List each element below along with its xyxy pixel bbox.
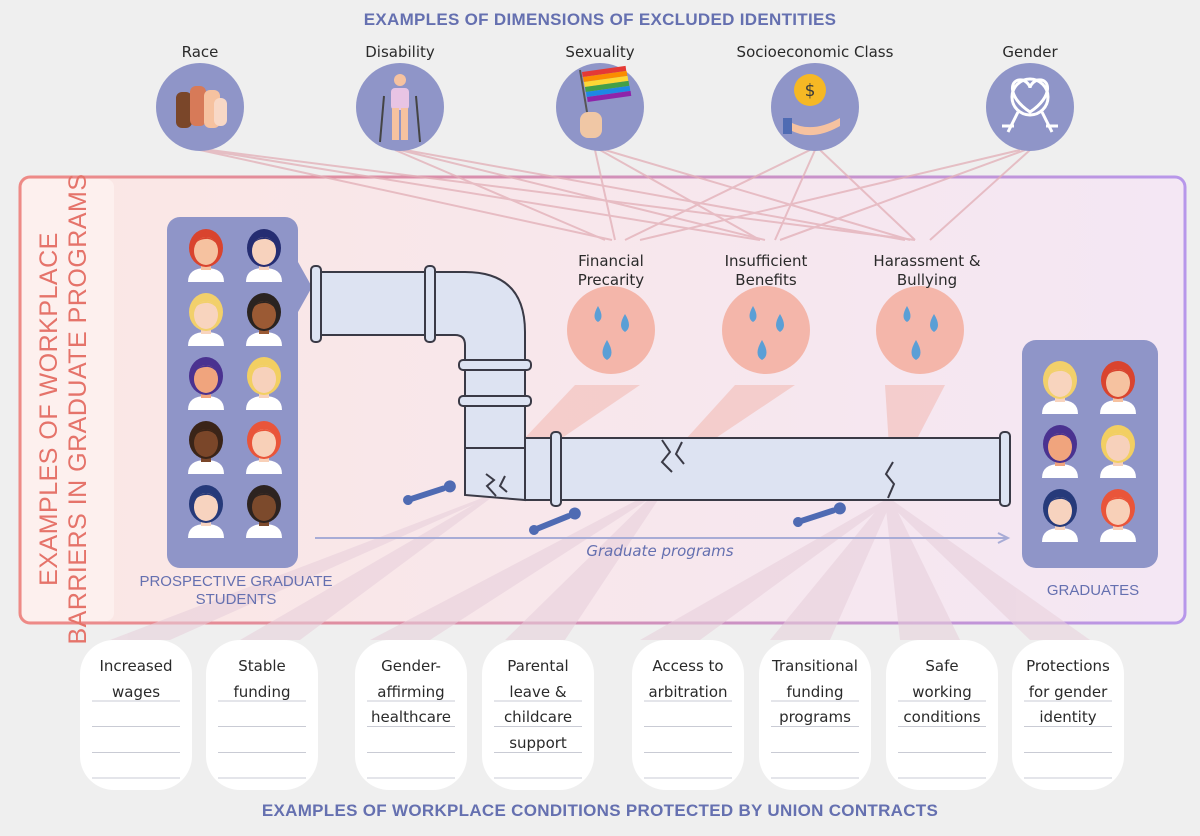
- barrier-label-line: Harassment &: [873, 252, 981, 270]
- condition-card: Gender-affirming healthcare: [355, 640, 467, 796]
- condition-card: Protections for gender identity: [1012, 640, 1124, 796]
- avatar: [1096, 358, 1140, 418]
- condition-card: Access to arbitration: [632, 640, 744, 796]
- avatar: [184, 482, 228, 542]
- identity-label-sexuality: Sexuality: [565, 43, 635, 61]
- barrier-label-line: Bullying: [896, 271, 958, 289]
- barrier-label-line: Benefits: [735, 271, 797, 289]
- identity-label-disability: Disability: [365, 43, 435, 61]
- condition-text: Stable funding: [233, 657, 291, 701]
- wrench-icon: [403, 480, 846, 535]
- barrier-circles: [567, 286, 964, 374]
- avatar: [242, 354, 286, 414]
- raised-hands-icon: [176, 86, 227, 128]
- barrier-label-financial: Financial Precarity: [536, 252, 686, 290]
- identity-label-race: Race: [181, 43, 219, 61]
- condition-card: Parental leave & childcare support: [482, 640, 594, 796]
- avatar: [184, 354, 228, 414]
- card-ruled-lines: [218, 676, 306, 796]
- identity-label-gender: Gender: [1002, 43, 1058, 61]
- avatar: [184, 226, 228, 286]
- condition-card: Transitional funding programs: [759, 640, 871, 796]
- barrier-label-line: Financial: [578, 252, 644, 270]
- card-ruled-lines: [898, 676, 986, 796]
- avatar: [242, 226, 286, 286]
- barrier-label-benefits: Insufficient Benefits: [691, 252, 841, 290]
- card-ruled-lines: [367, 676, 455, 796]
- gender-symbols-heart-icon: [1002, 77, 1058, 133]
- condition-text: Parental leave & childcare support: [503, 657, 573, 752]
- crack-condition-beams: [110, 488, 1090, 640]
- coin-hand-icon: $: [783, 74, 840, 136]
- graduates-label: GRADUATES: [1046, 582, 1140, 599]
- card-ruled-lines: [644, 676, 732, 796]
- flow-arrow: [315, 532, 1011, 544]
- card-ruled-lines: [771, 676, 859, 796]
- prospective-label-line: STUDENTS: [195, 591, 277, 608]
- pipe: [310, 265, 1011, 507]
- person-with-crutches-icon: [379, 74, 421, 143]
- condition-text: Increased wages: [99, 657, 173, 701]
- condition-text: Transitional funding programs: [772, 657, 858, 727]
- side-title: EXAMPLES OF WORKPLACE BARRIERS IN GRADUA…: [35, 149, 93, 669]
- avatar: [1096, 422, 1140, 482]
- barrier-label-line: Precarity: [577, 271, 645, 289]
- condition-text: Safe working conditions: [903, 657, 981, 727]
- barrier-label-line: Insufficient: [724, 252, 808, 270]
- side-title-line1: EXAMPLES OF WORKPLACE: [35, 232, 63, 586]
- card-ruled-lines: [1024, 676, 1112, 796]
- footer-title: EXAMPLES OF WORKPLACE CONDITIONS PROTECT…: [261, 801, 939, 820]
- condition-card: Safe working conditions: [886, 640, 998, 796]
- avatar: [1038, 358, 1082, 418]
- barrier-label-harassment: Harassment & Bullying: [852, 252, 1002, 290]
- svg-text:$: $: [805, 81, 816, 101]
- condition-text: Gender-affirming healthcare: [371, 657, 451, 727]
- identity-barrier-beams: [199, 149, 1031, 241]
- condition-text: Access to arbitration: [648, 657, 728, 701]
- prospective-label: PROSPECTIVE GRADUATE STUDENTS: [126, 573, 346, 609]
- rainbow-flag-icon: [579, 65, 632, 138]
- avatar: [1096, 486, 1140, 546]
- condition-card: Increased wages: [80, 640, 192, 796]
- flow-label: Graduate programs: [586, 542, 734, 560]
- avatar: [1038, 422, 1082, 482]
- side-title-line2: BARRIERS IN GRADUATE PROGRAMS: [64, 173, 92, 645]
- avatar: [242, 482, 286, 542]
- condition-text: Protections for gender identity: [1026, 657, 1110, 727]
- card-ruled-lines: [494, 676, 582, 796]
- avatar: [184, 290, 228, 350]
- prospective-label-line: PROSPECTIVE GRADUATE: [139, 573, 333, 590]
- avatar: [184, 418, 228, 478]
- avatar: [242, 290, 286, 350]
- barriers-sidebar: [22, 179, 114, 621]
- condition-card: Stable funding: [206, 640, 318, 796]
- water-drops-icon: [594, 306, 938, 360]
- identity-label-class: Socioeconomic Class: [736, 43, 894, 61]
- avatar: [242, 418, 286, 478]
- card-ruled-lines: [92, 676, 180, 796]
- pipe-cracks: [485, 439, 896, 499]
- header-title: EXAMPLES OF DIMENSIONS OF EXCLUDED IDENT…: [363, 10, 837, 29]
- avatar: [1038, 486, 1082, 546]
